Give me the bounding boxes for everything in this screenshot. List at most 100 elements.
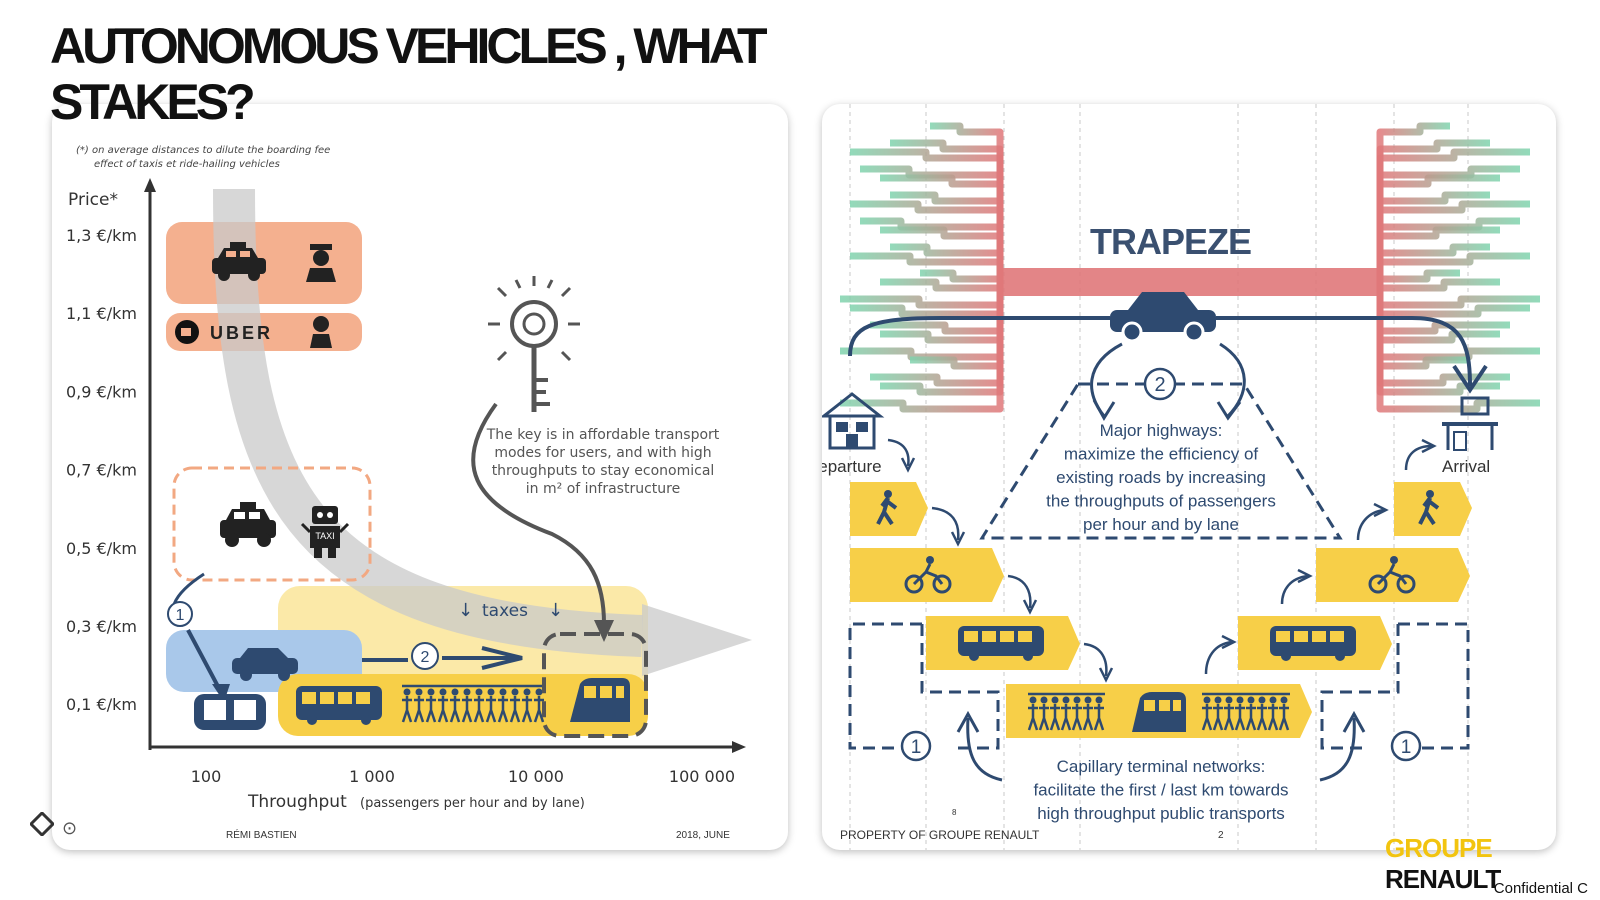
highway-bar (1000, 268, 1380, 296)
confidentiality-label: Confidential C (1493, 880, 1588, 897)
footer-property: PROPERTY OF GROUPE RENAULT (840, 828, 1040, 842)
x-tick-label: 100 (191, 767, 222, 786)
svg-text:2: 2 (421, 649, 430, 666)
uber-driver-icon (310, 316, 332, 348)
key-text-line-3: throughputs to stay economical (492, 463, 715, 479)
y-tick-label: 0,7 €/km (66, 461, 137, 480)
cyclist-icon-left (904, 556, 952, 594)
y-tick-label: 1,3 €/km (66, 226, 137, 245)
x-tick-label: 1 000 (349, 767, 395, 786)
capillary-loop-left-inner (920, 624, 1000, 750)
x-tick-label: 100 000 (669, 767, 735, 786)
y-tick-label: 0,5 €/km (66, 539, 137, 558)
capillary-loop-right-outer (1398, 622, 1470, 750)
bike-band-right (1316, 548, 1470, 602)
price-throughput-panel: (*) on average distances to dilute the b… (52, 104, 788, 850)
badge-2 (1143, 367, 1177, 401)
highways-text-line-5: per hour and by lane (1083, 515, 1239, 534)
trend-arrow-head (642, 604, 752, 676)
cyclist-icon-right (1368, 556, 1416, 594)
badge-1-right (1390, 730, 1422, 762)
brand-yellow: GROUPE (1385, 833, 1493, 863)
footer-date: 2018, JUNE (676, 830, 730, 841)
walk-band-left (850, 482, 928, 536)
shuttle-arrow (186, 629, 224, 695)
highways-text-line-3: existing roads by increasing (1056, 468, 1266, 487)
bus-icon-left (958, 626, 1044, 661)
capillary-text-line-3: high throughput public transports (1037, 804, 1285, 823)
y-axis-arrow (144, 178, 156, 192)
page-marker: 8 (952, 808, 957, 817)
taxi-car-icon (212, 242, 266, 281)
key-text-line-2: modes for users, and with high (494, 445, 711, 461)
highways-text-line-2: maximize the efficiency of (1064, 445, 1259, 464)
key-text-line-4: in m² of infrastructure (526, 481, 680, 497)
taxes-down-arrow-left: ↓ (458, 600, 473, 621)
crowd-icon-right (1201, 692, 1290, 731)
robot-taxi-icon (300, 506, 350, 558)
car-icon (1110, 292, 1216, 343)
footnote-line-1: (*) on average distances to dilute the b… (76, 145, 330, 156)
y-axis-label: Price* (68, 190, 118, 210)
badge-2-left (411, 642, 439, 670)
svg-text:1: 1 (911, 737, 922, 758)
mass-transit-highlight (542, 632, 648, 738)
svg-text:2: 2 (1154, 374, 1165, 396)
key-icon (488, 276, 580, 412)
capillary-message: Capillary terminal networks:facilitate t… (1033, 757, 1288, 823)
footer-author: RÉMI BASTIEN (226, 830, 297, 841)
crowd-icon (401, 684, 546, 723)
trip-arc-right (1216, 316, 1472, 387)
brand-dark: RENAULT (1385, 864, 1501, 894)
badge-1-left (167, 601, 193, 627)
renault-logo-icon (28, 810, 56, 839)
y-tick-label: 0,9 €/km (66, 382, 137, 401)
price-throughput-diagram: (*) on average distances to dilute the b… (66, 145, 752, 812)
capillary-loop-right-inner (1320, 624, 1400, 750)
car-icon (232, 648, 298, 681)
autonomous-box (172, 466, 372, 582)
key-text-line-1: The key is in affordable transport (486, 427, 720, 443)
walk-band-right (1394, 482, 1472, 536)
highways-text-line-4: the throughputs of passengers (1046, 492, 1276, 511)
footer-page-number: 2 (1218, 830, 1224, 841)
svg-text:1: 1 (176, 607, 185, 624)
house-icon (822, 392, 885, 450)
train-icon (570, 678, 630, 722)
network-tree-left (840, 122, 1004, 413)
highway-arrow-right (1219, 342, 1246, 418)
trend-arrow-shaft (213, 188, 643, 657)
y-tick-label: 0,3 €/km (66, 617, 137, 636)
crowd-icon-left (1027, 692, 1105, 731)
capillary-text-line-1: Capillary terminal networks: (1057, 757, 1266, 776)
walker-icon-left (876, 490, 898, 526)
x-tick-labels: 100 1 000 10 000 100 000 (191, 767, 735, 786)
x-tick-label: 10 000 (508, 767, 564, 786)
footnote-line-2: effect of taxis et ride-hailing vehicles (94, 159, 280, 170)
y-tick-label: 0,1 €/km (66, 695, 137, 714)
groupe-renault-brand: GROUPE RENAULT (1385, 833, 1600, 895)
network-tree-right (1376, 122, 1540, 413)
robot-sign: TAXI (315, 531, 334, 541)
departure-label: Departure (822, 457, 882, 476)
footer-logo-fragment: ⊙ (62, 818, 78, 838)
y-tick-label: 1,1 €/km (66, 304, 137, 323)
desk-icon (1442, 396, 1498, 451)
trip-arc-left (848, 316, 1110, 357)
arrival-label: Arrival (1442, 457, 1490, 476)
capillary-loop-left-outer (848, 622, 922, 750)
trapeze-diagram: TRAPEZE 2 Major highways:maximize the ef… (822, 104, 1540, 850)
highways-message: Major highways: maximize the efficiency o… (1046, 421, 1276, 534)
bus-icon (296, 686, 382, 725)
key-message: The key is in affordable transport modes … (486, 427, 720, 497)
taxi-driver-icon (306, 244, 336, 282)
autonomous-taxi-icon (220, 502, 276, 547)
highways-text-line-1: Major highways: (1100, 421, 1223, 440)
taxes-down-arrow-right: ↓ (548, 600, 563, 621)
key-arrow (471, 402, 606, 625)
page-title: AUTONOMOUS VEHICLES , WHAT STAKES? (50, 18, 768, 130)
bus-icon-right (1270, 626, 1356, 661)
y-tick-labels: 1,3 €/km 1,1 €/km 0,9 €/km 0,7 €/km 0,5 €/km… (66, 226, 137, 714)
svg-text:1: 1 (1401, 737, 1412, 758)
walker-icon-right (1418, 490, 1440, 526)
